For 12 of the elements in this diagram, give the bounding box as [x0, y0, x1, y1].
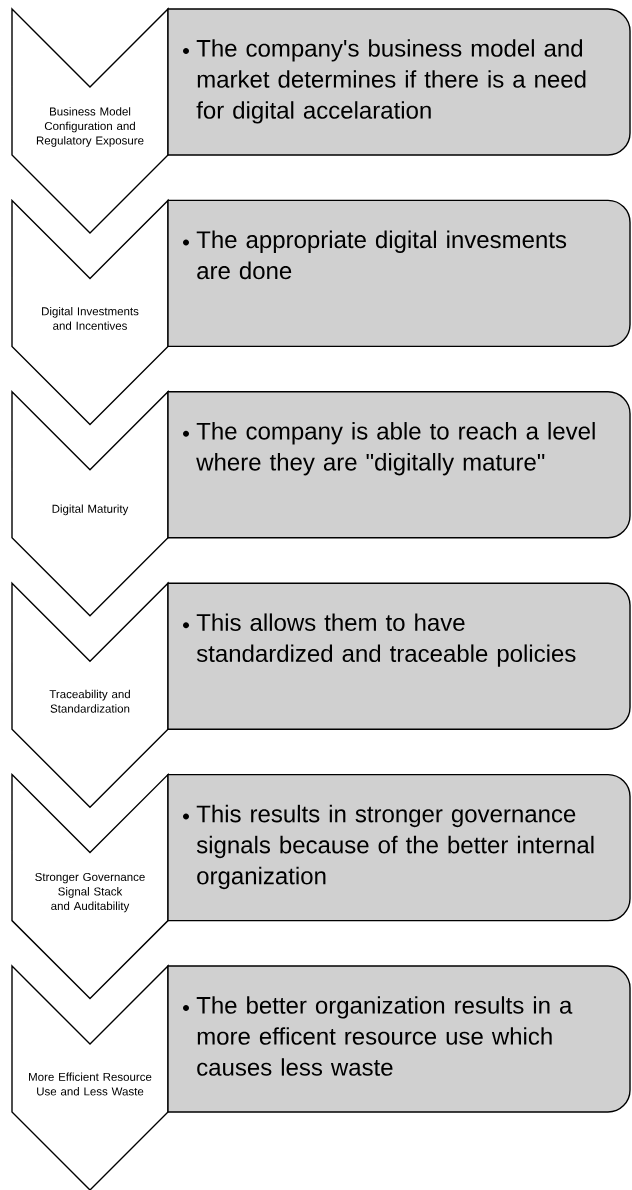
- text-box: The company is able to reach a level where they are "digitally mature": [167, 391, 631, 539]
- text-box: This allows them to have standardized and traceable policies: [167, 582, 631, 730]
- text-box: This results in stronger governance signals because of the better internal organization: [167, 773, 631, 922]
- chevron-step: Stronger Governance Signal Stack and Auditability: [11, 772, 169, 1000]
- chevron-step: Digital Maturity: [11, 390, 169, 617]
- text-box: The better organization results in a more efficent resource use which causes less waste: [167, 965, 631, 1113]
- chevron-step: Business Model Configuration and Regulatory Exposure: [11, 7, 169, 234]
- text-box: The appropriate digital invesments are done: [167, 199, 631, 348]
- chevron-step: Traceability and Standardization: [11, 581, 169, 809]
- text-box: The company's business model and market determines if there is a need for digital accelaration: [167, 8, 631, 156]
- chevron-step: Digital Investments and Incentives: [11, 198, 169, 426]
- chevron-step: More Efficient Resource Use and Less Waste: [11, 964, 169, 1190]
